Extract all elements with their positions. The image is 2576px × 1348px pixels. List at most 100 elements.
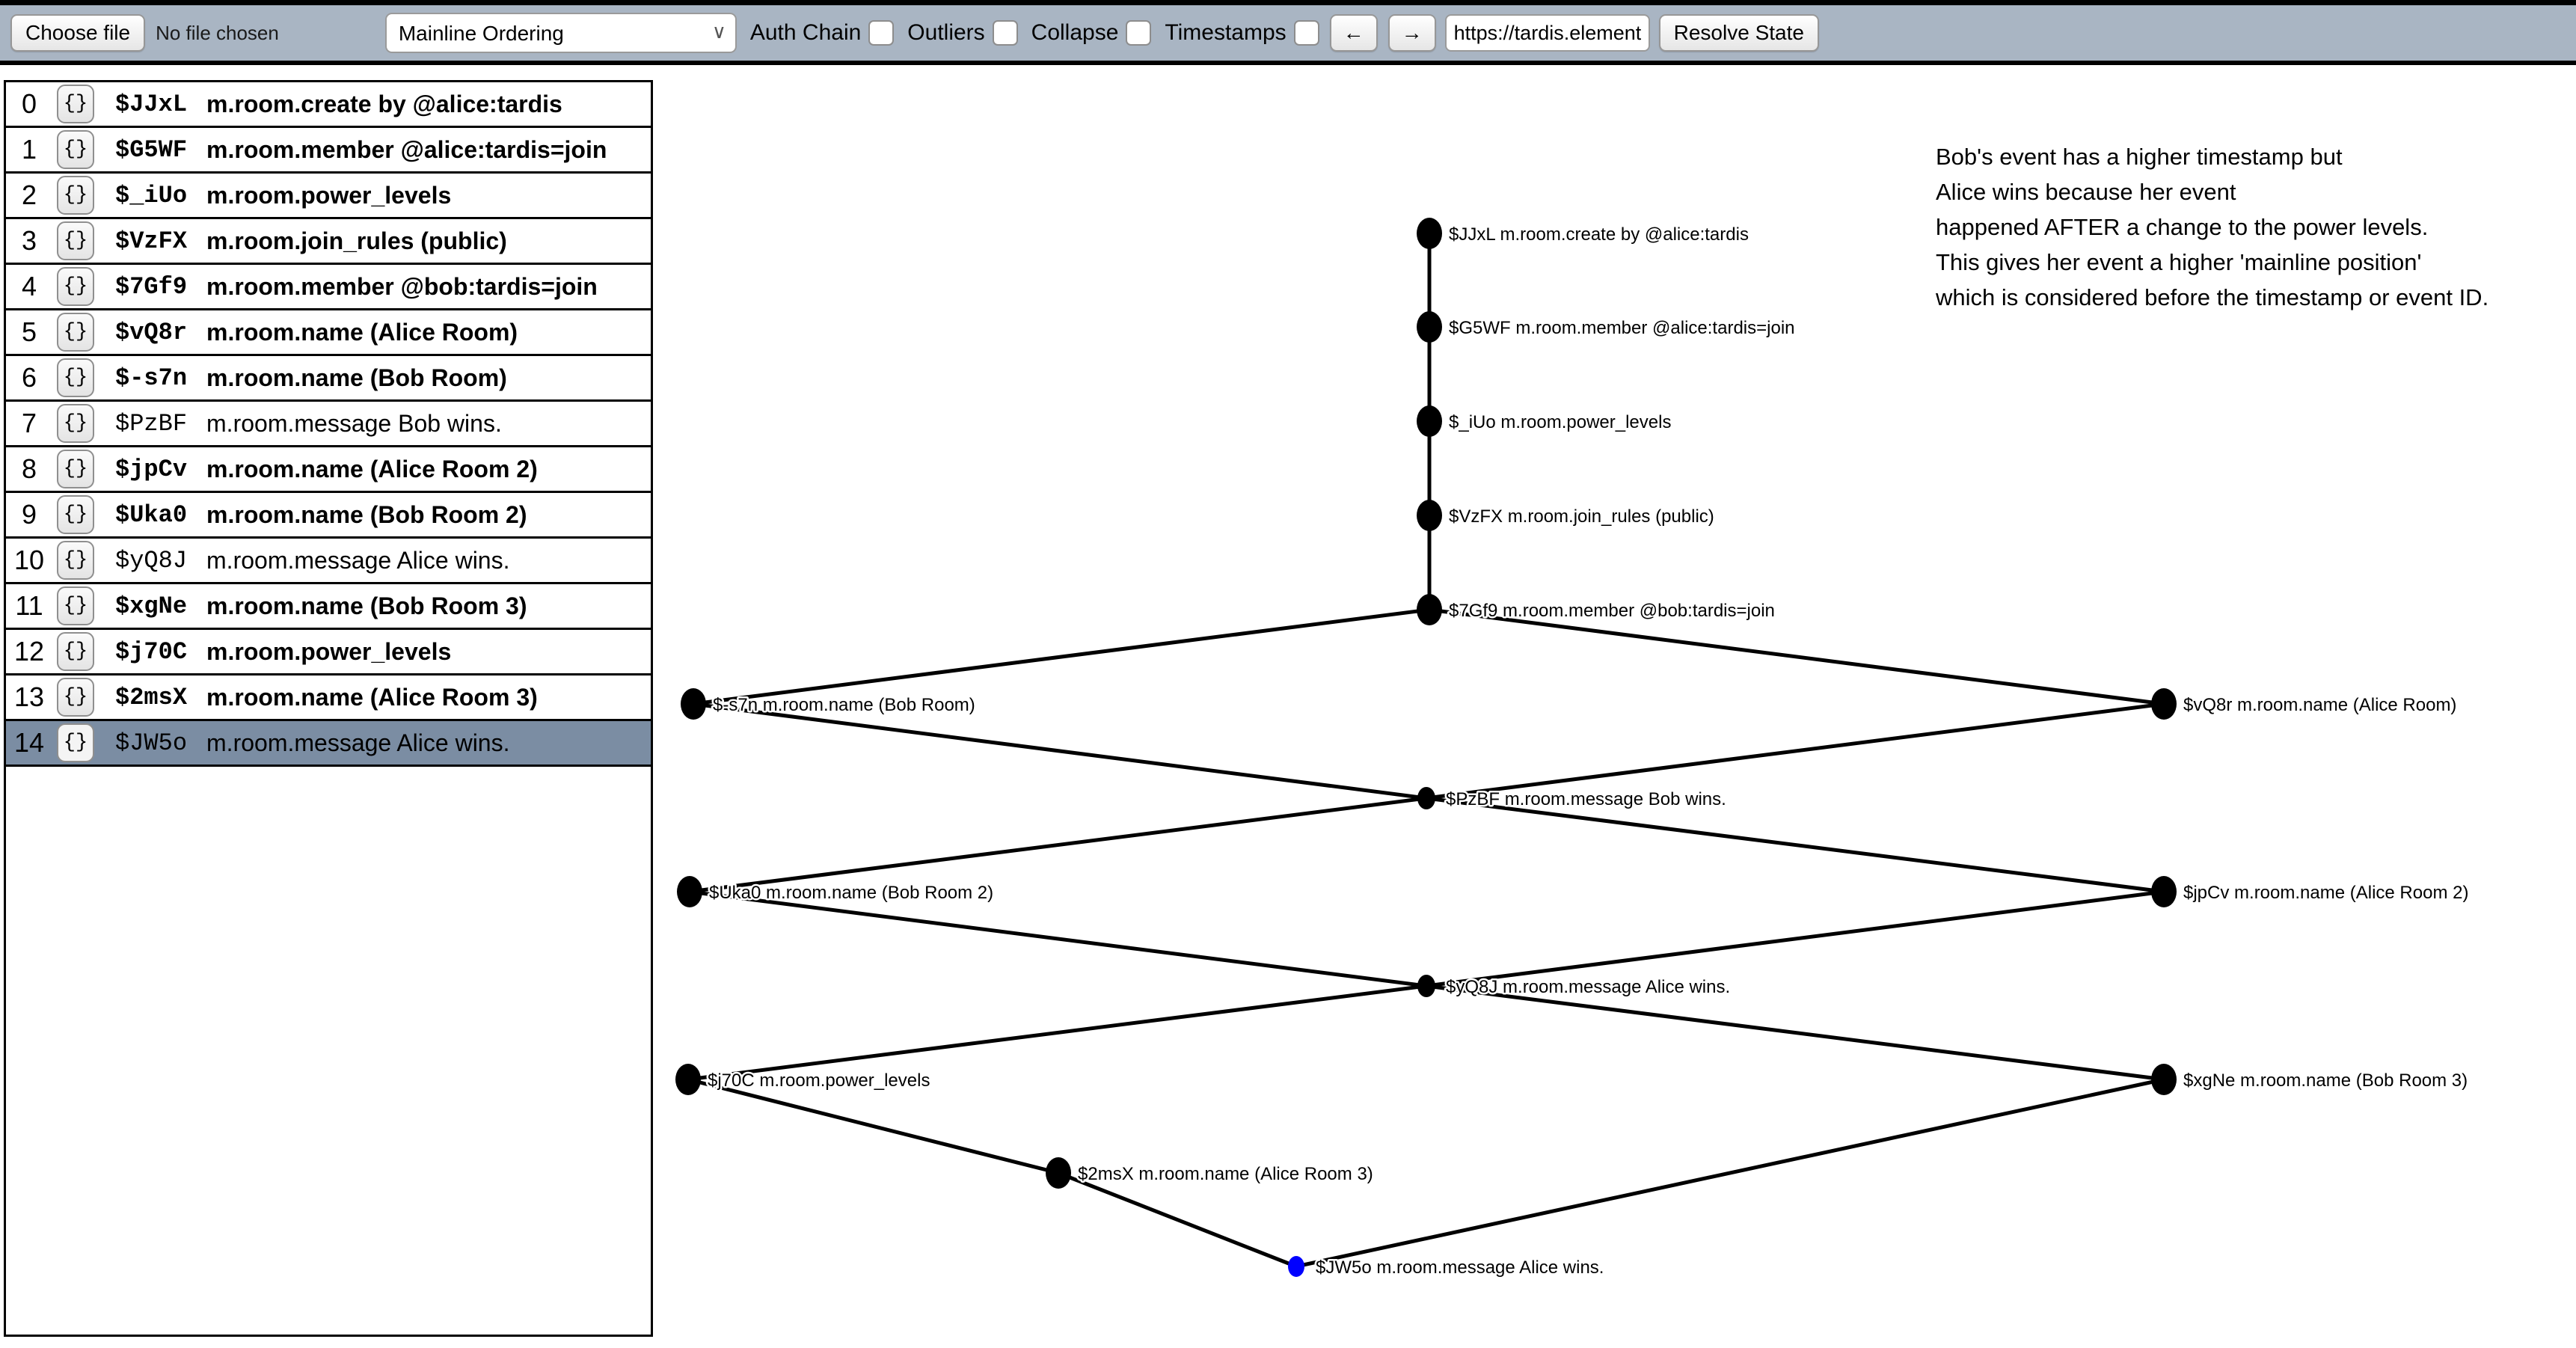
graph-node[interactable] [2151, 1064, 2177, 1095]
event-description: m.room.join_rules (public) [206, 227, 507, 254]
ordering-select[interactable]: Mainline Ordering [384, 13, 737, 53]
event-description: m.room.name (Alice Room) [206, 318, 518, 346]
event-row[interactable]: 4 {} $7Gf9 m.room.member @bob:tardis=join [6, 265, 651, 310]
event-id: $2msX [115, 683, 188, 711]
graph-edge [687, 984, 1427, 1082]
json-source-button[interactable]: {} [57, 313, 94, 352]
event-index: 3 [21, 225, 37, 256]
choose-file-button[interactable]: Choose file [10, 13, 146, 52]
annotation-line: which is considered before the timestamp… [1936, 284, 2489, 310]
event-index: 6 [21, 362, 37, 393]
graph-node-label: $_iUo m.room.power_levels [1449, 412, 1671, 432]
graph-node[interactable] [1417, 787, 1435, 809]
json-source-button[interactable]: {} [57, 221, 94, 260]
event-index: 4 [21, 271, 37, 301]
no-file-chosen-text: No file chosen [156, 21, 279, 44]
graph-node[interactable] [1417, 500, 1442, 531]
graph-edge [689, 796, 1427, 894]
graph-node[interactable] [1417, 405, 1442, 437]
back-button[interactable]: ← [1329, 13, 1378, 52]
graph-node[interactable] [2151, 688, 2177, 720]
graph-edge [1426, 796, 2165, 894]
json-source-button[interactable]: {} [57, 495, 94, 534]
json-source-button[interactable]: {} [57, 176, 94, 215]
graph-node-label: $VzFX m.room.join_rules (public) [1449, 506, 1714, 527]
event-description: m.room.member @bob:tardis=join [206, 272, 598, 300]
checkbox-group-timestamps: Timestamps [1165, 20, 1319, 46]
graph-node-label: $j70C m.room.power_levels [708, 1070, 930, 1091]
event-description: m.room.message Alice wins. [206, 729, 510, 756]
graph-edge [693, 702, 1427, 800]
annotation-line: Bob's event has a higher timestamp but [1936, 144, 2343, 170]
event-description: m.room.create by @alice:tardis [206, 90, 562, 117]
json-source-button[interactable]: {} [57, 130, 94, 169]
graph-node-label: $jpCv m.room.name (Alice Room 2) [2183, 883, 2468, 903]
url-input[interactable] [1444, 14, 1650, 52]
checkbox-label: Timestamps [1165, 20, 1287, 45]
json-source-button[interactable]: {} [57, 678, 94, 717]
graph-node[interactable] [2151, 876, 2177, 907]
graph-edge [687, 1077, 1059, 1175]
event-index: 2 [21, 180, 37, 210]
checkbox-group-outliers: Outliers [907, 20, 1018, 46]
json-source-button[interactable]: {} [57, 541, 94, 580]
event-description: m.room.name (Alice Room 3) [206, 683, 538, 711]
json-source-button[interactable]: {} [57, 450, 94, 488]
json-source-button[interactable]: {} [57, 267, 94, 306]
graph-node[interactable] [675, 1064, 701, 1095]
event-id: $vQ8r [115, 318, 188, 346]
graph-edge [693, 607, 1430, 706]
graph-node[interactable] [1417, 975, 1435, 997]
event-index: 9 [21, 499, 37, 530]
json-source-button[interactable]: {} [57, 632, 94, 671]
checkbox-label: Auth Chain [749, 20, 862, 45]
graph-edge [1426, 889, 2165, 988]
graph-node[interactable] [681, 688, 706, 720]
graph-node[interactable] [1417, 311, 1442, 343]
checkbox[interactable] [1293, 20, 1319, 46]
json-source-button[interactable]: {} [57, 723, 94, 762]
event-id: $PzBF [115, 409, 188, 438]
checkbox-group-auth-chain: Auth Chain [749, 20, 895, 46]
graph-node[interactable] [1417, 594, 1442, 625]
graph-node[interactable] [1046, 1157, 1071, 1189]
checkbox[interactable] [1126, 20, 1152, 46]
event-id: $xgNe [115, 592, 188, 620]
annotation-line: Alice wins because her event [1936, 179, 2236, 205]
graph-node-label: $xgNe m.room.name (Bob Room 3) [2183, 1070, 2468, 1091]
forward-button[interactable]: → [1387, 13, 1436, 52]
event-id: $jpCv [115, 455, 188, 483]
checkbox[interactable] [868, 20, 895, 46]
graph-node[interactable] [1288, 1256, 1304, 1277]
graph-node[interactable] [1417, 218, 1442, 249]
event-id: $7Gf9 [115, 272, 188, 301]
ordering-select-wrap: Mainline Ordering ∨ [384, 13, 737, 53]
event-description: m.room.name (Bob Room 2) [206, 500, 527, 528]
toolbar: Choose file No file chosen Mainline Orde… [0, 0, 2576, 65]
json-source-button[interactable]: {} [57, 586, 94, 625]
annotation-line: This gives her event a higher 'mainline … [1936, 249, 2422, 275]
event-index: 14 [13, 727, 45, 758]
checkbox[interactable] [992, 20, 1018, 46]
graph-node[interactable] [677, 876, 702, 907]
resolve-state-button[interactable]: Resolve State [1658, 13, 1819, 52]
graph-node-label: $2msX m.room.name (Alice Room 3) [1078, 1164, 1373, 1184]
annotation-line: happened AFTER a change to the power lev… [1936, 214, 2429, 240]
json-source-button[interactable]: {} [57, 85, 94, 123]
json-source-button[interactable]: {} [57, 404, 94, 443]
json-source-button[interactable]: {} [57, 358, 94, 397]
